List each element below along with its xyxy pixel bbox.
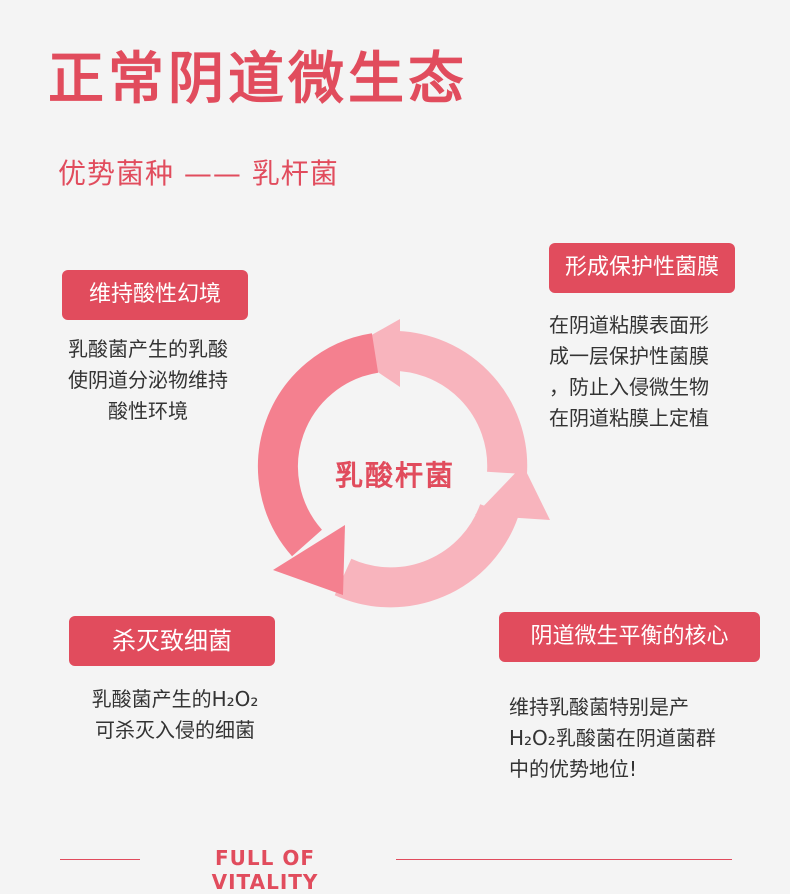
cycle-arc-top-right bbox=[386, 330, 528, 475]
footer-line-left bbox=[60, 859, 140, 860]
tag-acidic-environment: 维持酸性幻境 bbox=[62, 270, 248, 320]
cycle-arrowhead-bottom-left bbox=[273, 525, 345, 595]
page-title: 正常阴道微生态 bbox=[48, 47, 468, 112]
cycle-arrowhead-right bbox=[475, 465, 550, 520]
tag-balance-core: 阴道微生平衡的核心 bbox=[499, 612, 760, 662]
text-acidic-environment: 乳酸菌产生的乳酸 使阴道分泌物维持 酸性环境 bbox=[68, 337, 228, 423]
cycle-diagram bbox=[258, 319, 550, 608]
text-balance-core: 维持乳酸菌特别是产 H₂O₂乳酸菌在阴道菌群 中的优势地位! bbox=[509, 695, 716, 781]
cycle-arc-bottom-right bbox=[334, 503, 518, 608]
footer-text: FULL OF VITALITY bbox=[211, 846, 319, 894]
tag-protective-film: 形成保护性菌膜 bbox=[549, 243, 735, 293]
center-label: 乳酸杆菌 bbox=[334, 459, 455, 492]
text-kill-bacteria: 乳酸菌产生的H₂O₂ 可杀灭入侵的细菌 bbox=[91, 687, 259, 742]
tag-kill-bacteria: 杀灭致细菌 bbox=[69, 616, 275, 666]
cycle-arc-left bbox=[258, 333, 379, 557]
page-subtitle: 优势菌种 —— 乳杆菌 bbox=[58, 157, 339, 190]
text-protective-film: 在阴道粘膜表面形 成一层保护性菌膜 ，防止入侵微生物 在阴道粘膜上定植 bbox=[549, 313, 709, 430]
footer-line-right bbox=[396, 859, 732, 860]
